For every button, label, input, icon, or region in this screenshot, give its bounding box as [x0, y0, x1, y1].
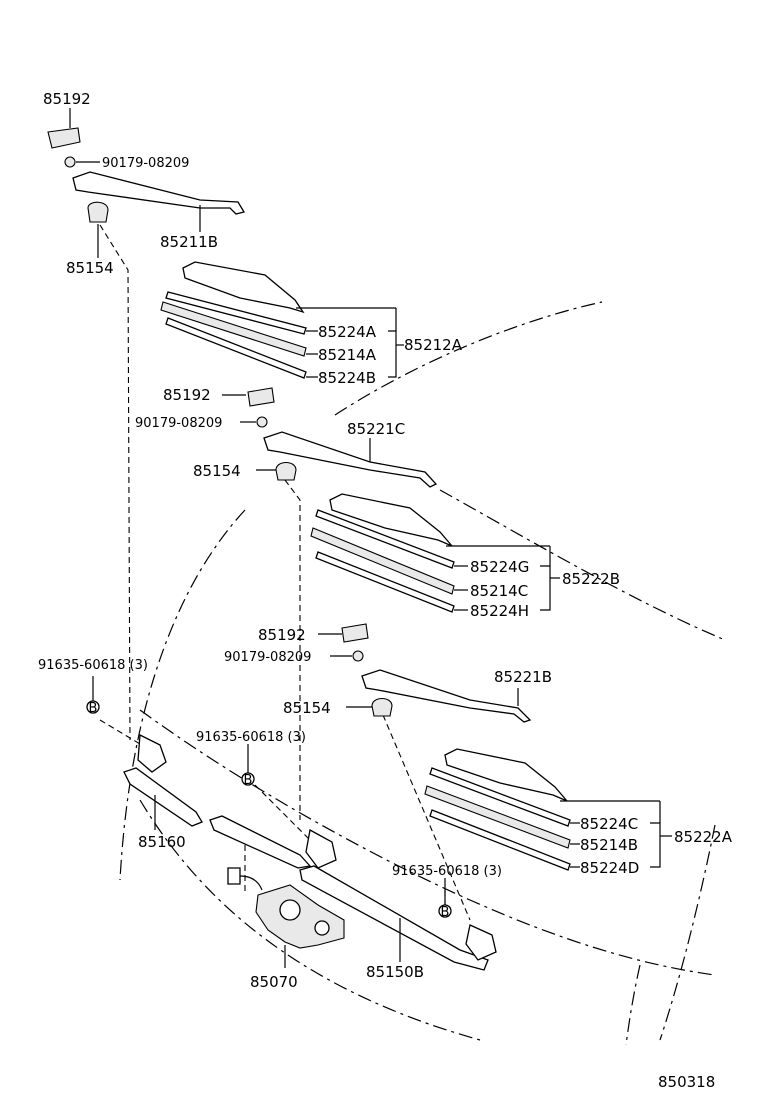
cap-icon: [247, 387, 275, 407]
label-85212a: 85212A: [404, 336, 463, 354]
label-91635-60618: 91635-60618 (3): [392, 864, 502, 879]
pivot-pad-icon: [87, 201, 109, 223]
label-85192: 85192: [43, 90, 91, 108]
wiper-arm-icon: [72, 171, 246, 215]
label-85222b: 85222B: [562, 570, 620, 588]
label-85192: 85192: [163, 386, 211, 404]
blade-assembly-lower: [424, 748, 672, 871]
blade-assembly-upper: [160, 261, 404, 379]
cap-icon: [47, 127, 81, 149]
pivot-bracket-icon: [305, 828, 337, 869]
label-91635-60618: 91635-60618 (3): [38, 658, 148, 673]
callout-letter: B: [441, 905, 450, 920]
wiper-arm-icon: [263, 431, 438, 488]
pivot-pad-icon: [275, 461, 297, 481]
label-85154: 85154: [283, 699, 331, 717]
label-85221b: 85221B: [494, 668, 552, 686]
label-85224b: 85224B: [318, 369, 376, 387]
nut-icon: [256, 416, 268, 428]
label-85222a: 85222A: [674, 828, 733, 846]
blade-frame-icon: [182, 261, 305, 314]
label-85224a: 85224A: [318, 323, 377, 341]
middle-arm-group: [222, 387, 438, 488]
linkage-group: [123, 733, 497, 971]
pivot-pad-icon: [371, 697, 393, 717]
label-85224g: 85224G: [470, 558, 529, 576]
link-rod-icon: [123, 767, 203, 827]
label-85224h: 85224H: [470, 602, 529, 620]
label-85154: 85154: [193, 462, 241, 480]
label-85150b: 85150B: [366, 963, 424, 981]
label-85154: 85154: [66, 259, 114, 277]
figure-code: 850318: [658, 1073, 715, 1091]
label-90179-08209: 90179-08209: [135, 416, 222, 431]
wiper-motor: [227, 867, 345, 968]
lower-arm-group: [318, 623, 532, 723]
link-rod-icon: [299, 865, 489, 971]
cap-icon: [341, 623, 369, 643]
nut-icon: [352, 650, 364, 662]
label-85224d: 85224D: [580, 859, 639, 877]
label-90179-08209: 90179-08209: [102, 156, 189, 171]
label-85214a: 85214A: [318, 346, 377, 364]
pivot-bracket-icon: [465, 924, 497, 961]
nut-icon: [64, 156, 76, 168]
label-85160: 85160: [138, 833, 186, 851]
wiper-arm-icon: [361, 669, 532, 723]
callout-markers: B B B: [86, 676, 452, 920]
label-85192: 85192: [258, 626, 306, 644]
upper-arm-group: [47, 108, 246, 258]
label-85070: 85070: [250, 973, 298, 991]
label-91635-60618: 91635-60618 (3): [196, 730, 306, 745]
pivot-bracket-icon: [137, 733, 167, 773]
callout-letter: B: [89, 701, 98, 716]
label-85221c: 85221C: [347, 420, 405, 438]
label-85224c: 85224C: [580, 815, 638, 833]
blade-assembly-middle: [310, 493, 560, 613]
label-85214b: 85214B: [580, 836, 638, 854]
link-rod-icon: [209, 815, 312, 869]
windshield-outline: [119, 301, 726, 1046]
blade-frame-icon: [444, 748, 568, 802]
part-labels: 85192 90179-08209 85211B 85154 85224A 85…: [38, 90, 733, 1091]
label-85211b: 85211B: [160, 233, 218, 251]
label-90179-08209: 90179-08209: [224, 650, 311, 665]
callout-letter: B: [244, 773, 253, 788]
label-85214c: 85214C: [470, 582, 528, 600]
